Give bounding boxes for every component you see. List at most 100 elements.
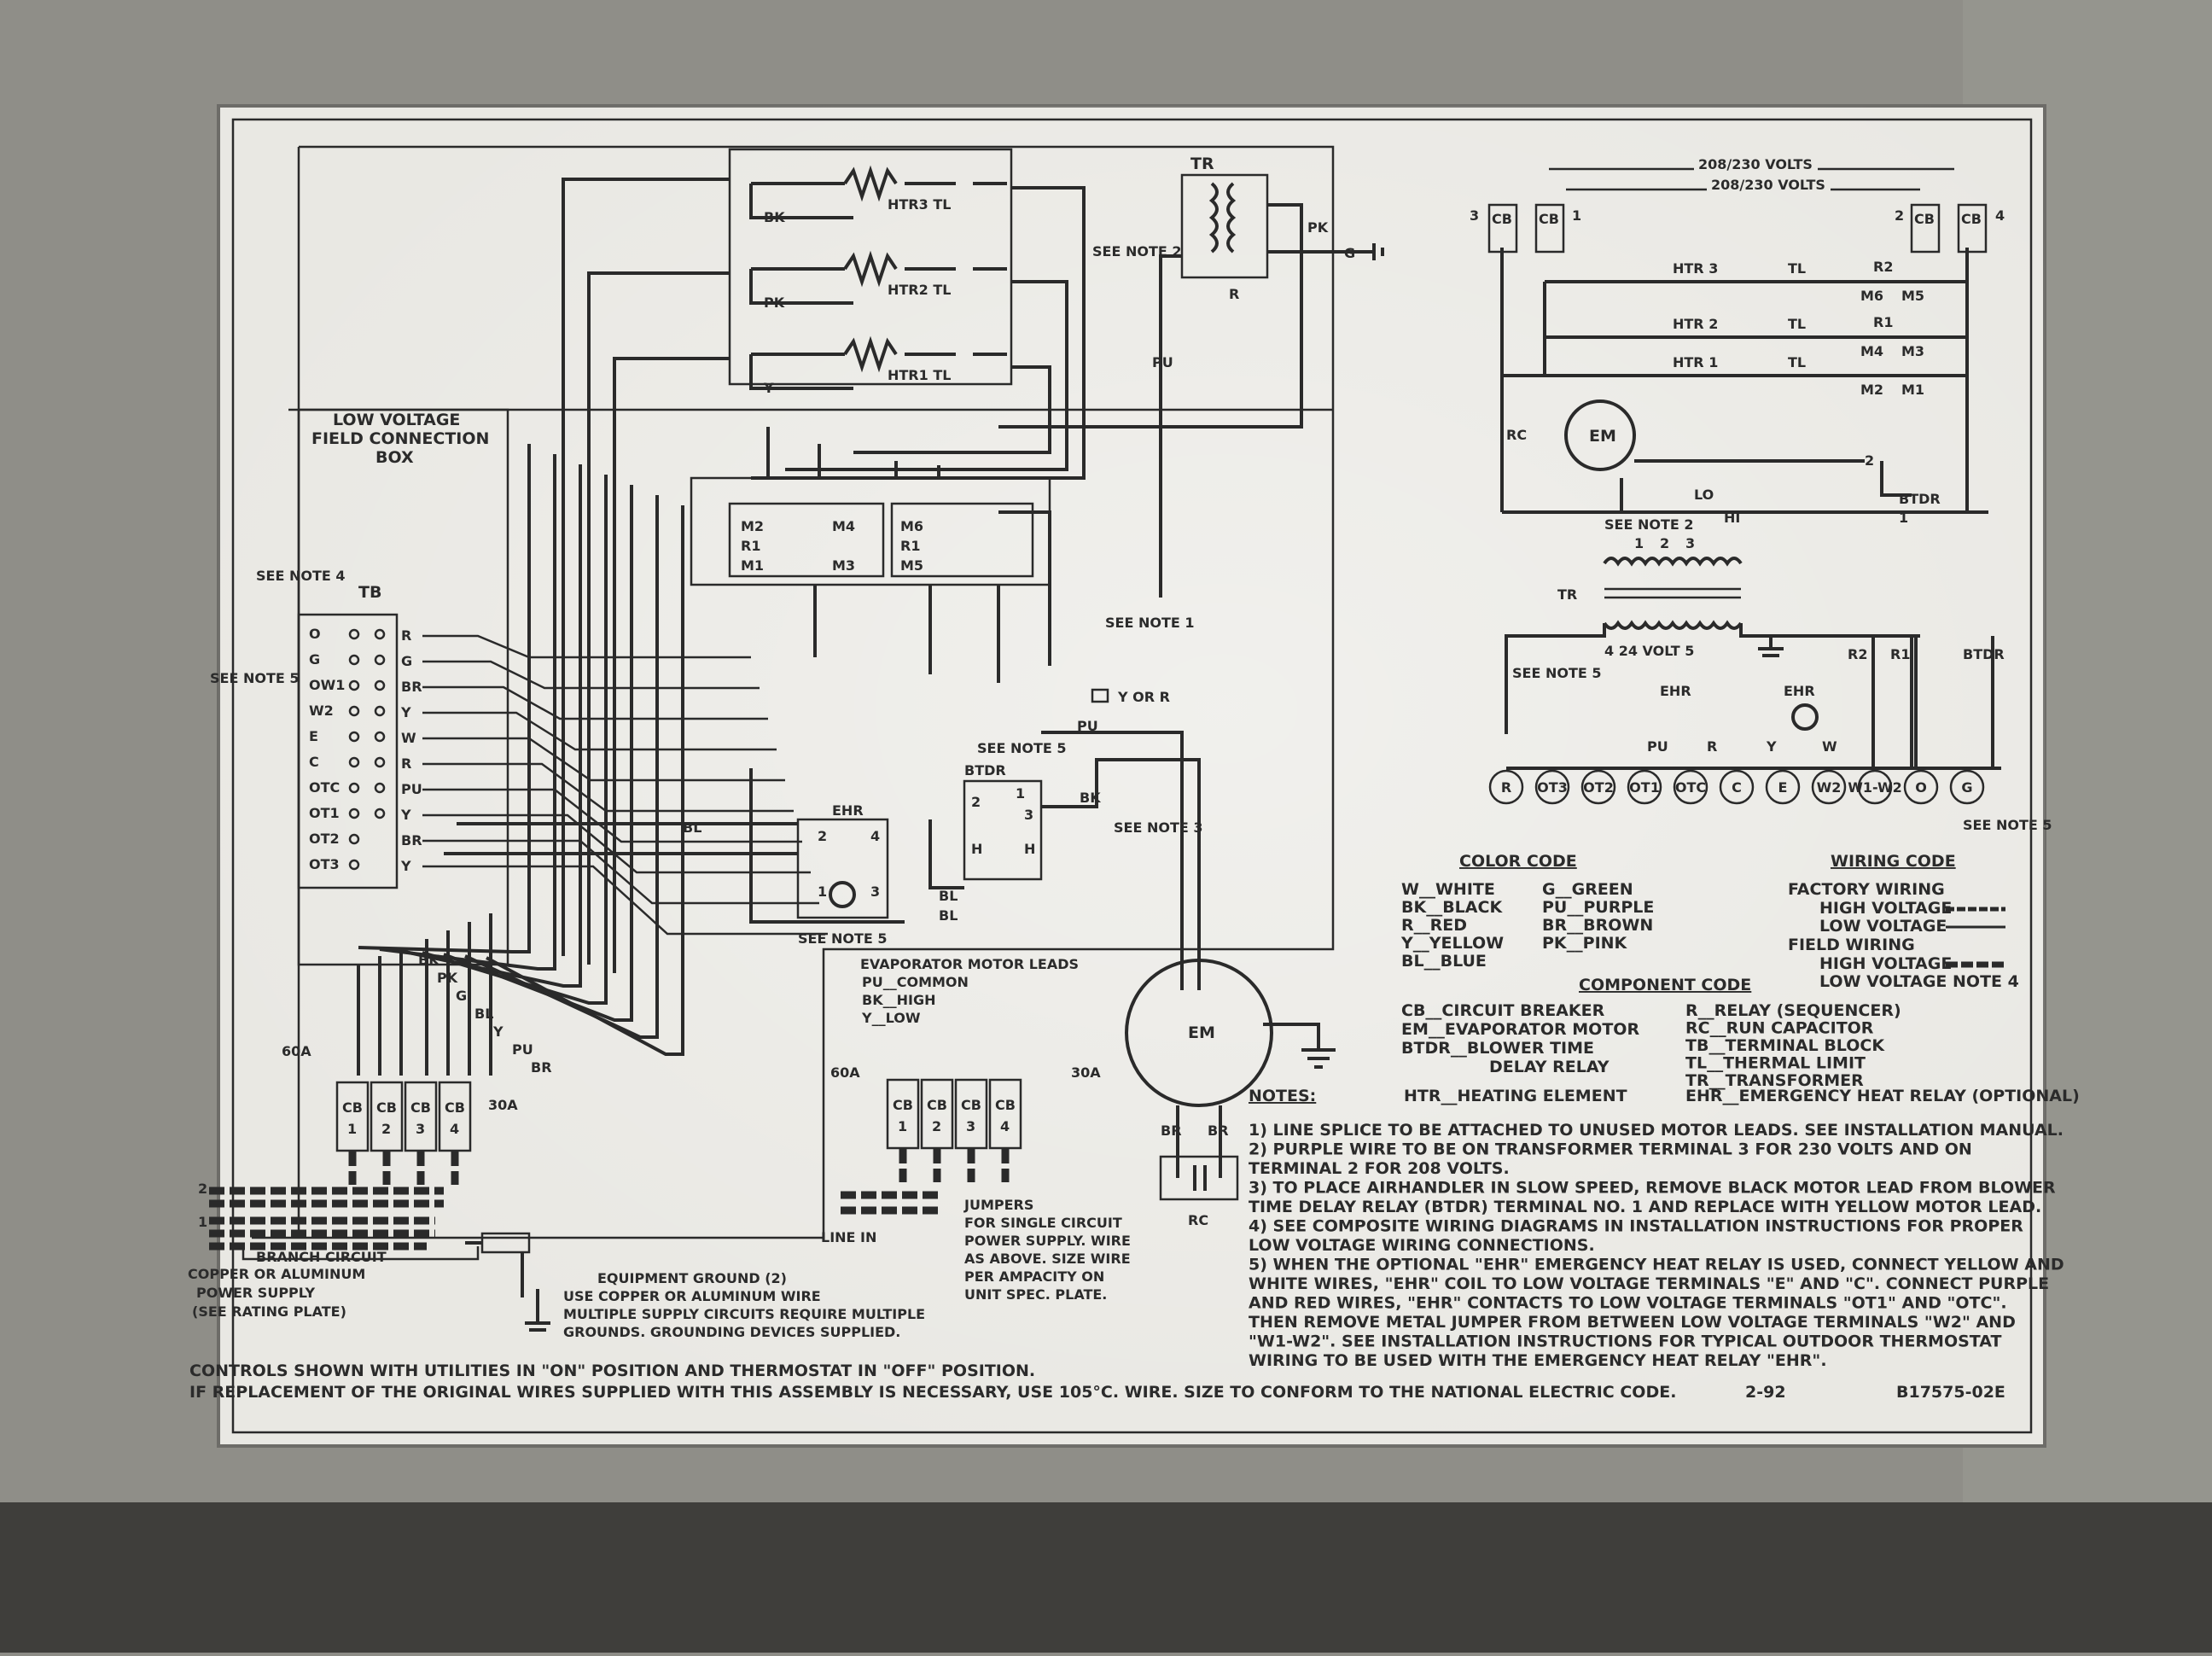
line-in-label: LINE IN	[821, 1229, 876, 1245]
wire-label: Y	[400, 807, 411, 823]
wire-label: PU	[512, 1041, 533, 1058]
breaker-rating: 60A	[830, 1064, 860, 1081]
box-title-line: BOX	[375, 448, 414, 467]
terminal-label: 3	[1685, 535, 1695, 551]
see-note-4: SEE NOTE 4	[256, 568, 346, 584]
terminal	[1949, 769, 1985, 805]
component-code-item: RC__RUN CAPACITOR	[1685, 1019, 1874, 1038]
see-note-1: SEE NOTE 1 Y OR R	[1091, 615, 1195, 705]
transformer: TR SEE NOTE 2 PK G R PU	[998, 155, 1384, 598]
btdr-relay: BTDR 2 1 3 H H SEE NOTE 5 SEE NOTE 3 PU …	[928, 718, 1203, 990]
voltage-label: 208/230 VOLTS	[1711, 177, 1825, 193]
terminal-screw	[374, 731, 386, 743]
note-line: AND RED WIRES, "EHR" CONTACTS TO LOW VOL…	[1249, 1294, 2007, 1313]
component-code-item: HTR__HEATING ELEMENT	[1404, 1087, 1627, 1105]
relay-label: R2	[1873, 259, 1893, 275]
ehr-label: EHR	[1660, 683, 1691, 699]
relay-label: R1	[900, 538, 920, 554]
wire-label: Y	[1766, 738, 1777, 755]
wire-label: W	[401, 730, 416, 746]
cb-number: 4	[1995, 207, 2005, 224]
ground-text: GROUNDS. GROUNDING DEVICES SUPPLIED.	[563, 1324, 900, 1340]
note-line: LOW VOLTAGE WIRING CONNECTIONS.	[1249, 1236, 1595, 1255]
color-code-item: G__GREEN	[1542, 880, 1633, 899]
terminal-screw	[348, 731, 360, 743]
cb-number: 1	[1572, 207, 1581, 224]
breaker-rating: 30A	[1071, 1064, 1101, 1081]
transformer-label: TR	[1557, 586, 1577, 603]
terminal-label: G	[309, 651, 320, 668]
see-note-3: SEE NOTE 3	[1114, 819, 1203, 836]
terminal-screw	[348, 628, 360, 640]
terminal-screw	[348, 808, 360, 819]
terminal-label: 2	[971, 794, 981, 810]
terminal-label: OT2	[1583, 779, 1614, 796]
note-line: WHITE WIRES, "EHR" COIL TO LOW VOLTAGE T…	[1249, 1274, 2049, 1293]
motor-leads-title: EVAPORATOR MOTOR LEADS	[860, 956, 1079, 972]
wiring-code-item: FIELD WIRING	[1788, 936, 1915, 954]
htr-label: HTR 2	[1673, 316, 1718, 332]
cb-label: CB	[1539, 211, 1559, 227]
motor-lead-item: BK__HIGH	[862, 992, 935, 1008]
breaker-label: CB	[893, 1097, 913, 1113]
heating-element	[843, 335, 898, 373]
note-line: 1) LINE SPLICE TO BE ATTACHED TO UNUSED …	[1249, 1121, 2064, 1140]
tb-label: TB	[358, 583, 381, 602]
footer-part-number: B17575-02E	[1896, 1383, 2005, 1402]
breaker-label: CB	[410, 1099, 431, 1116]
breaker-number: 4	[1000, 1118, 1010, 1134]
wire-label: PK	[1307, 219, 1329, 236]
terminal-screw	[348, 833, 360, 845]
wire	[749, 267, 1007, 305]
wire-label: G	[401, 653, 412, 669]
component-code-item: EHR__EMERGENCY HEAT RELAY (OPTIONAL)	[1685, 1087, 2080, 1105]
heater-label: HTR3 TL	[888, 196, 951, 213]
component-code-item: DELAY RELAY	[1489, 1058, 1610, 1076]
btdr-label: BTDR	[1899, 491, 1941, 507]
component-code-item: TR__TRANSFORMER	[1685, 1071, 1864, 1090]
speed-label: LO	[1694, 487, 1714, 503]
wiring-code-legend: WIRING CODE FACTORY WIRING HIGH VOLTAGE …	[1788, 852, 2019, 991]
terminal	[1765, 769, 1801, 805]
terminal-label: 2	[1660, 535, 1669, 551]
terminal	[1488, 769, 1524, 805]
wire-label: BR	[401, 832, 422, 848]
heating-element	[843, 165, 898, 202]
color-code-item: BL__BLUE	[1401, 952, 1487, 971]
color-code-item: BR__BROWN	[1542, 916, 1653, 935]
terminal-screw	[348, 679, 360, 691]
terminal-label: OT3	[1537, 779, 1568, 796]
jumper-text: FOR SINGLE CIRCUIT	[964, 1215, 1122, 1231]
terminal-label: W1-W2	[1848, 779, 1901, 796]
wire-label: R	[401, 627, 411, 644]
ground-text: MULTIPLE SUPPLY CIRCUITS REQUIRE MULTIPL…	[563, 1306, 925, 1322]
see-note-5: SEE NOTE 5	[210, 670, 300, 686]
note-line: THEN REMOVE METAL JUMPER FROM BETWEEN LO…	[1249, 1313, 2016, 1332]
see-note-5: SEE NOTE 5	[1963, 817, 2052, 833]
component-code-item: TB__TERMINAL BLOCK	[1685, 1036, 1885, 1055]
heating-element	[843, 250, 898, 288]
wiring-code-item: FACTORY WIRING	[1788, 880, 1945, 899]
wire	[749, 182, 1007, 219]
breaker-label: CB	[927, 1097, 947, 1113]
terminal-label: OT1	[309, 805, 340, 821]
circuit-breaker	[1534, 203, 1565, 254]
wire	[422, 813, 811, 874]
relay-label: R1	[1873, 314, 1893, 330]
terminal-label: OTC	[309, 779, 340, 796]
cb-label: CB	[1961, 211, 1982, 227]
terminal	[1857, 769, 1893, 805]
relay-label: M1	[741, 557, 764, 574]
line-number: 2	[198, 1181, 207, 1197]
wire	[749, 353, 1007, 390]
breaker-label: CB	[376, 1099, 397, 1116]
terminal-screw	[348, 782, 360, 794]
see-note-5: SEE NOTE 5	[798, 930, 888, 947]
terminal-screw	[348, 756, 360, 768]
terminal	[1811, 769, 1847, 805]
breaker-label: CB	[961, 1097, 981, 1113]
floor-shadow	[0, 1502, 2212, 1653]
